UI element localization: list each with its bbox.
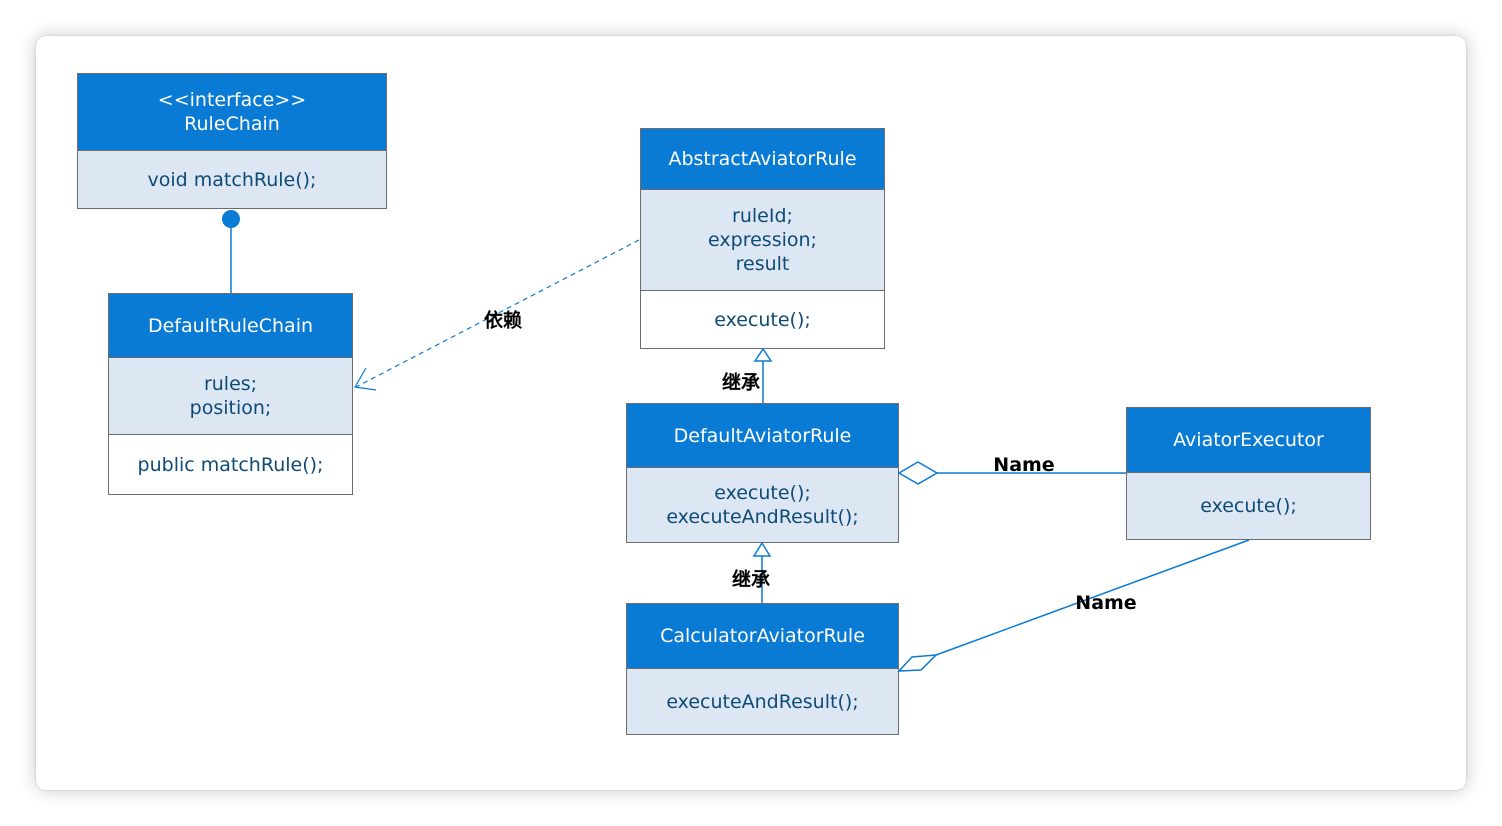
class-name: DefaultAviatorRule — [673, 424, 852, 447]
field-item: position; — [189, 397, 272, 419]
field-item: result — [735, 253, 790, 275]
inheritance-arrowhead-icon — [753, 347, 773, 362]
class-header: AviatorExecutor — [1127, 408, 1370, 472]
class-name: AviatorExecutor — [1173, 429, 1324, 451]
lollipop-connector-icon — [222, 210, 240, 228]
aggregation-label: Name — [1075, 592, 1137, 614]
method-item: executeAndResult(); — [666, 506, 859, 528]
inheritance-label: 继承 — [721, 371, 761, 394]
field-item: rules; — [203, 373, 258, 395]
methods-section: public matchRule(); — [109, 434, 352, 494]
method-item: void matchRule(); — [147, 168, 317, 191]
methods-section: execute(); — [1127, 472, 1370, 539]
class-abstract-aviator-rule[interactable]: AbstractAviatorRule ruleId; expression; … — [640, 128, 885, 349]
class-name: RuleChain — [184, 113, 280, 135]
inheritance-label: 继承 — [731, 568, 771, 591]
method-item: execute(); — [714, 308, 811, 331]
class-header: <<interface>> RuleChain — [78, 74, 386, 150]
class-name: AbstractAviatorRule — [668, 148, 857, 170]
class-header: AbstractAviatorRule — [641, 129, 884, 189]
methods-section: executeAndResult(); — [627, 668, 898, 734]
field-item: expression; — [708, 229, 817, 251]
stereotype-label: <<interface>> — [157, 89, 307, 111]
class-default-rule-chain[interactable]: DefaultRuleChain rules; position; public… — [108, 293, 353, 495]
class-header: DefaultAviatorRule — [627, 404, 898, 467]
method-item: execute(); — [714, 482, 811, 504]
class-aviator-executor[interactable]: AviatorExecutor execute(); — [1126, 407, 1371, 540]
class-rule-chain[interactable]: <<interface>> RuleChain void matchRule()… — [77, 73, 387, 209]
fields-section: ruleId; expression; result — [641, 189, 884, 290]
aggregation-label: Name — [993, 454, 1055, 476]
methods-section: execute(); executeAndResult(); — [627, 467, 898, 542]
aggregation-diamond-icon — [897, 654, 938, 672]
methods-section: void matchRule(); — [78, 150, 386, 208]
method-item: execute(); — [1200, 495, 1297, 517]
inheritance-arrowhead-icon — [752, 541, 772, 557]
field-item: ruleId; — [732, 205, 793, 227]
class-header: DefaultRuleChain — [109, 294, 352, 357]
fields-section: rules; position; — [109, 357, 352, 434]
method-item: public matchRule(); — [137, 453, 324, 476]
dependency-label: 依赖 — [483, 309, 523, 332]
class-calculator-aviator-rule[interactable]: CalculatorAviatorRule executeAndResult()… — [626, 603, 899, 735]
class-default-aviator-rule[interactable]: DefaultAviatorRule execute(); executeAnd… — [626, 403, 899, 543]
aggregation-diamond-icon — [897, 461, 939, 485]
method-item: executeAndResult(); — [666, 690, 859, 713]
class-name: DefaultRuleChain — [147, 314, 314, 337]
class-header: CalculatorAviatorRule — [627, 604, 898, 668]
open-arrowhead-icon — [354, 367, 377, 391]
methods-section: execute(); — [641, 290, 884, 348]
class-name: CalculatorAviatorRule — [660, 625, 865, 647]
